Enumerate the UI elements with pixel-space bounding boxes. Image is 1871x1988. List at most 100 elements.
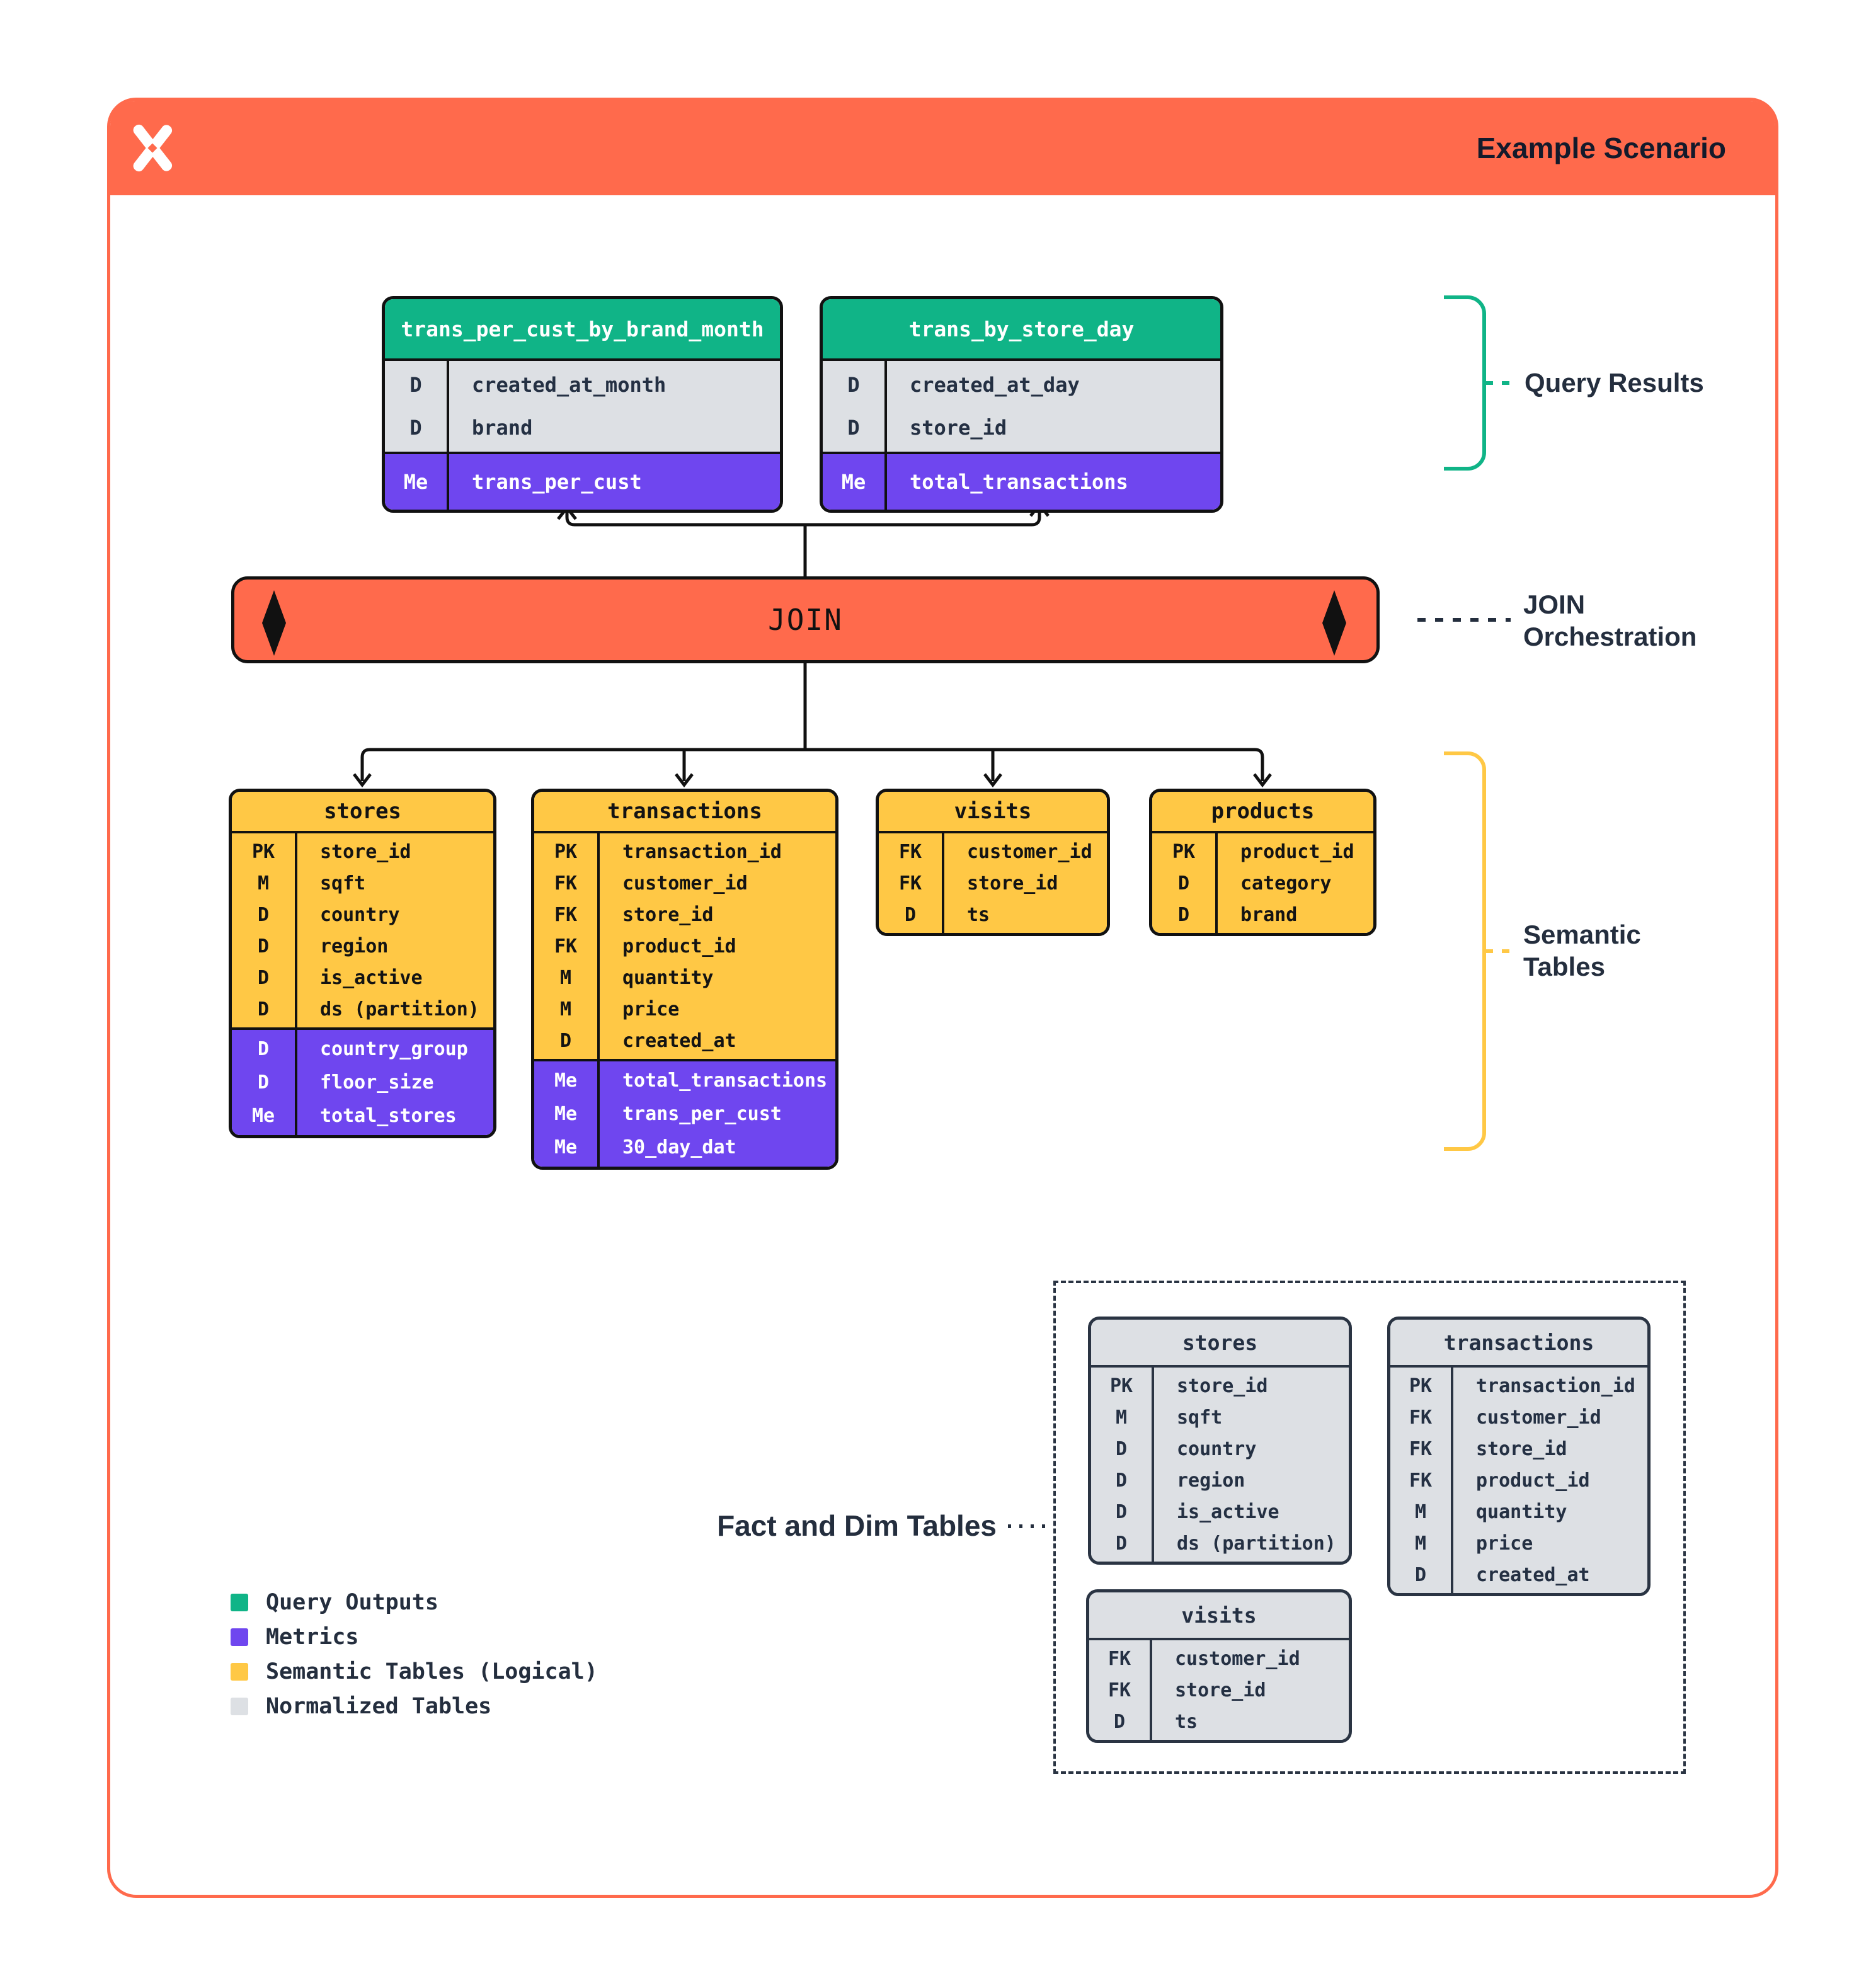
row-key-badge: M	[1414, 1500, 1427, 1523]
table-title: transactions	[1390, 1320, 1647, 1368]
row-field-name: store_id	[622, 903, 714, 926]
row-key-badge: D	[847, 373, 860, 397]
row-key-badge: D	[409, 416, 422, 440]
row-field-name: ds (partition)	[320, 998, 479, 1020]
row-key-badge: FK	[554, 872, 578, 894]
row-key-badge: D	[257, 966, 270, 989]
row-key-badge: D	[1113, 1710, 1126, 1733]
row-field-name: brand	[1240, 903, 1298, 926]
column-divider	[295, 833, 297, 1135]
row-key-badge: D	[559, 1029, 572, 1052]
column-divider	[1451, 1368, 1453, 1593]
row-key-badge: D	[257, 998, 270, 1020]
row-key-badge: FK	[554, 935, 578, 957]
row-key-badge: Me	[403, 470, 428, 494]
row-field-name: customer_id	[622, 872, 748, 894]
row-key-badge: D	[409, 373, 422, 397]
column-divider	[447, 361, 449, 510]
table-row: FK customer_id	[534, 867, 835, 899]
row-field-name: region	[320, 935, 389, 957]
row-field-name: country	[320, 903, 400, 926]
row-field-name: total_transactions	[622, 1070, 828, 1092]
row-field-name: floor_size	[320, 1071, 434, 1094]
join-node: JOIN	[231, 576, 1380, 663]
row-key-badge: D	[1115, 1437, 1128, 1460]
join-label: JOIN	[768, 603, 843, 637]
row-field-name: price	[622, 998, 680, 1020]
table-section-purple: Me trans_per_cust	[385, 452, 780, 510]
row-key-badge: M	[559, 966, 572, 989]
legend-label: Metrics	[266, 1624, 359, 1650]
row-key-badge: Me	[251, 1105, 275, 1127]
row-key-badge: D	[257, 1038, 270, 1060]
row-key-badge: Me	[554, 1136, 578, 1158]
row-key-badge: D	[847, 416, 860, 440]
column-divider	[1152, 1368, 1154, 1562]
row-field-name: sqft	[320, 872, 366, 894]
row-field-name: created_at_month	[472, 373, 667, 397]
row-key-badge: PK	[1172, 840, 1196, 863]
row-field-name: category	[1240, 872, 1332, 894]
row-field-name: country	[1177, 1437, 1257, 1460]
row-field-name: created_at	[622, 1029, 736, 1052]
row-field-name: trans_per_cust	[472, 470, 642, 494]
row-field-name: trans_per_cust	[622, 1103, 782, 1125]
table-title: stores	[232, 792, 493, 833]
table-title: transactions	[534, 792, 835, 833]
fact-dim-tables-label: Fact and Dim Tables	[717, 1509, 997, 1542]
row-key-badge: PK	[1409, 1374, 1433, 1397]
row-field-name: ds (partition)	[1177, 1532, 1336, 1555]
row-key-badge: PK	[251, 840, 275, 863]
legend-swatch	[231, 1697, 248, 1715]
row-field-name: ts	[967, 903, 990, 926]
row-key-badge: FK	[898, 840, 922, 863]
column-divider	[942, 833, 944, 933]
row-key-badge: D	[1414, 1563, 1427, 1586]
legend-label: Semantic Tables (Logical)	[266, 1659, 598, 1684]
row-field-name: 30_day_dat	[622, 1136, 736, 1158]
row-field-name: store_id	[1175, 1679, 1266, 1701]
legend-item: Metrics	[231, 1620, 598, 1654]
diamond-icon	[1322, 590, 1346, 656]
row-field-name: total_transactions	[910, 470, 1128, 494]
row-field-name: is_active	[320, 966, 423, 989]
legend-item: Semantic Tables (Logical)	[231, 1654, 598, 1689]
row-key-badge: FK	[1409, 1469, 1433, 1492]
row-field-name: customer_id	[967, 840, 1092, 863]
row-key-badge: M	[1115, 1406, 1128, 1429]
row-field-name: store_id	[910, 416, 1007, 440]
row-field-name: customer_id	[1175, 1647, 1300, 1670]
row-key-badge: D	[257, 903, 270, 926]
